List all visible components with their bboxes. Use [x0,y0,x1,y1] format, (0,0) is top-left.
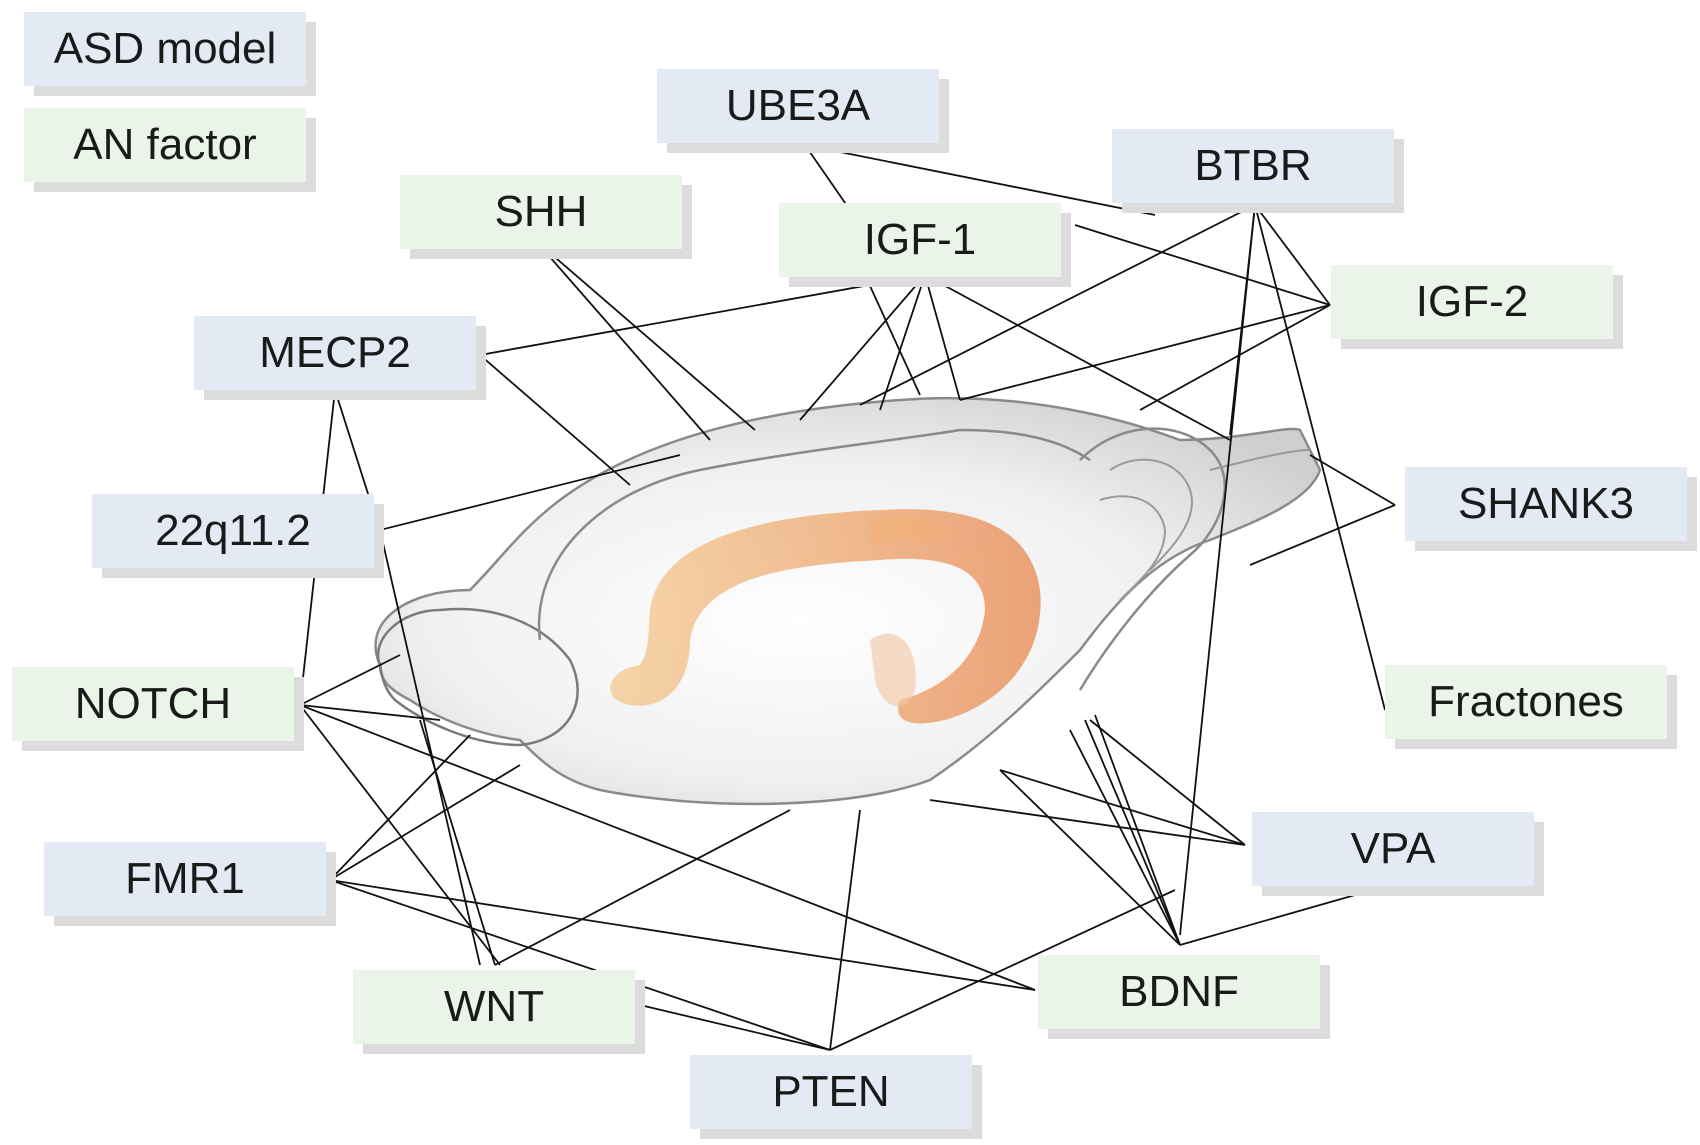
node-notch-label: NOTCH [74,679,232,728]
node-fractones-label: Fractones [1428,677,1624,726]
node-pten: PTEN [690,1055,972,1129]
legend-asd-model: ASD model [24,12,306,86]
connection-lines [299,144,1396,1051]
striatum-region [870,514,950,545]
node-shank3: SHANK3 [1405,467,1687,541]
cerebellum-fold-1 [1109,458,1193,571]
hippocampus-region [610,509,1041,724]
node-vpa: VPA [1252,812,1534,886]
node-mecp2-label: MECP2 [259,328,411,377]
node-fmr1: FMR1 [44,842,326,916]
legend-asd-label: ASD model [53,24,277,73]
brainstem-line [1209,449,1311,471]
node-fmr1-label: FMR1 [125,854,245,903]
node-pten-label: PTEN [772,1067,890,1116]
node-btbr-label: BTBR [1194,141,1312,190]
node-shank3-label: SHANK3 [1457,479,1635,528]
node-igf2: IGF-2 [1331,265,1613,339]
cortex-boundary [537,428,1091,641]
node-notch: NOTCH [12,667,294,741]
node-fractones: Fractones [1385,665,1667,739]
cerebellum-fold-2 [1099,495,1167,601]
node-22q11: 22q11.2 [92,494,374,568]
node-igf2-label: IGF-2 [1415,277,1529,326]
node-wnt-label: WNT [443,982,545,1031]
node-vpa-label: VPA [1350,824,1436,873]
brain-outline [374,396,1322,806]
node-btbr: BTBR [1112,129,1394,203]
node-shh: SHH [400,175,682,249]
node-22q11-label: 22q11.2 [155,506,311,555]
node-wnt: WNT [353,970,635,1044]
node-ube3a: UBE3A [657,69,939,143]
node-igf1: IGF-1 [779,203,1061,277]
brain-illustration [374,396,1322,806]
legend-an-label: AN factor [73,120,257,169]
node-igf1-label: IGF-1 [863,215,977,264]
node-bdnf: BDNF [1038,955,1320,1029]
ventricle-region [870,633,916,707]
olfactory-bulb [376,607,579,747]
node-mecp2: MECP2 [194,316,476,390]
node-bdnf-label: BDNF [1119,967,1239,1016]
node-ube3a-label: UBE3A [725,81,871,130]
cerebellum [1078,427,1227,691]
node-shh-label: SHH [494,187,588,236]
legend-an-factor: AN factor [24,108,306,182]
